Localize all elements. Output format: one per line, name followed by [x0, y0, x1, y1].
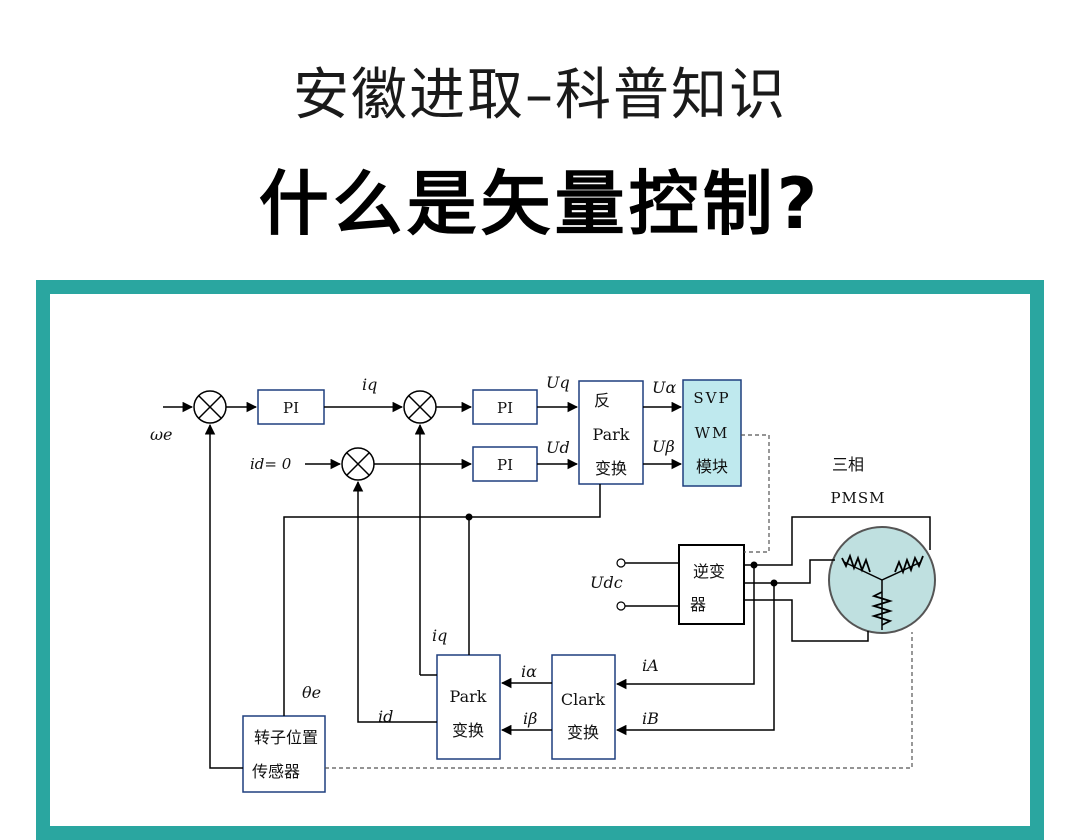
inverse-park-label-1: 反 — [594, 391, 610, 410]
sum-junction-speed — [193, 390, 227, 424]
ib-label: iB — [642, 709, 659, 728]
udc-terminal-positive — [616, 558, 626, 568]
inverter-block: 逆变 器 — [678, 544, 745, 625]
motor-label-2: PMSM — [830, 489, 885, 507]
svpwm-rect — [682, 379, 742, 487]
signal-wires — [163, 401, 931, 769]
ialpha-label: iα — [521, 662, 537, 681]
id-ref-label: id= 0 — [250, 455, 292, 473]
ualpha-label: Uα — [652, 378, 676, 397]
svpwm-label-1: SVP — [693, 389, 730, 407]
pi-speed-label: PI — [283, 399, 299, 417]
ubeta-label: Uβ — [652, 437, 675, 456]
inverter-label-2: 器 — [690, 595, 706, 614]
ibeta-label: iβ — [523, 709, 537, 728]
pi-q-block: PI — [472, 389, 538, 425]
omega-e-label: ωe — [150, 425, 173, 444]
inverter-label-1: 逆变 — [693, 562, 725, 581]
junction-dot — [750, 561, 758, 569]
svpwm-block: SVP WM 模块 — [682, 379, 742, 487]
sum-junction-q — [403, 390, 437, 424]
udc-label: Udc — [590, 573, 623, 592]
rotor-sensor-block: 转子位置 传感器 — [242, 715, 326, 793]
ia-label: iA — [642, 656, 659, 675]
clark-label-1: Clark — [561, 690, 606, 709]
winding-left-icon — [841, 553, 871, 573]
page-title: 安徽进取–科普知识 — [293, 63, 787, 128]
winding-right-icon — [894, 555, 924, 575]
pi-q-label: PI — [497, 399, 513, 417]
page-subtitle: 什么是矢量控制? — [258, 163, 822, 245]
clark-block: Clark 变换 — [551, 654, 616, 760]
pi-speed-block: PI — [257, 389, 325, 425]
iq-fb-label: iq — [432, 626, 447, 645]
uq-label: Uq — [546, 373, 570, 392]
dashed-links — [325, 434, 913, 769]
junction-dot — [465, 513, 473, 521]
inverse-park-block: 反 Park 变换 — [578, 380, 644, 485]
vector-control-diagram: PI PI PI 反 Park 变换 SVP WM 模块 逆变 器 Park 变… — [150, 373, 936, 793]
park-label-1: Park — [450, 687, 487, 706]
inverse-park-label-3: 变换 — [595, 459, 627, 478]
id-fb-label: id — [378, 707, 393, 726]
pi-d-block: PI — [472, 446, 538, 482]
winding-bottom-icon — [870, 591, 894, 626]
sensor-label-1: 转子位置 — [254, 728, 318, 747]
park-block: Park 变换 — [436, 654, 501, 760]
clark-label-2: 变换 — [567, 723, 599, 742]
pmsm-motor: 三相 PMSM — [828, 455, 936, 634]
ud-label: Ud — [546, 438, 570, 457]
theta-e-label: θe — [302, 683, 321, 702]
inverse-park-label-2: Park — [593, 425, 630, 444]
iq-ref-label: iq — [362, 375, 377, 394]
pi-d-label: PI — [497, 456, 513, 474]
udc-terminal-negative — [616, 601, 626, 611]
sum-junction-d — [341, 447, 375, 481]
svpwm-label-2: WM — [695, 424, 730, 442]
park-label-2: 变换 — [452, 721, 484, 740]
sensor-label-2: 传感器 — [252, 762, 300, 781]
motor-label-1: 三相 — [832, 455, 864, 474]
svpwm-label-3: 模块 — [696, 457, 728, 476]
junction-dot — [770, 579, 778, 587]
